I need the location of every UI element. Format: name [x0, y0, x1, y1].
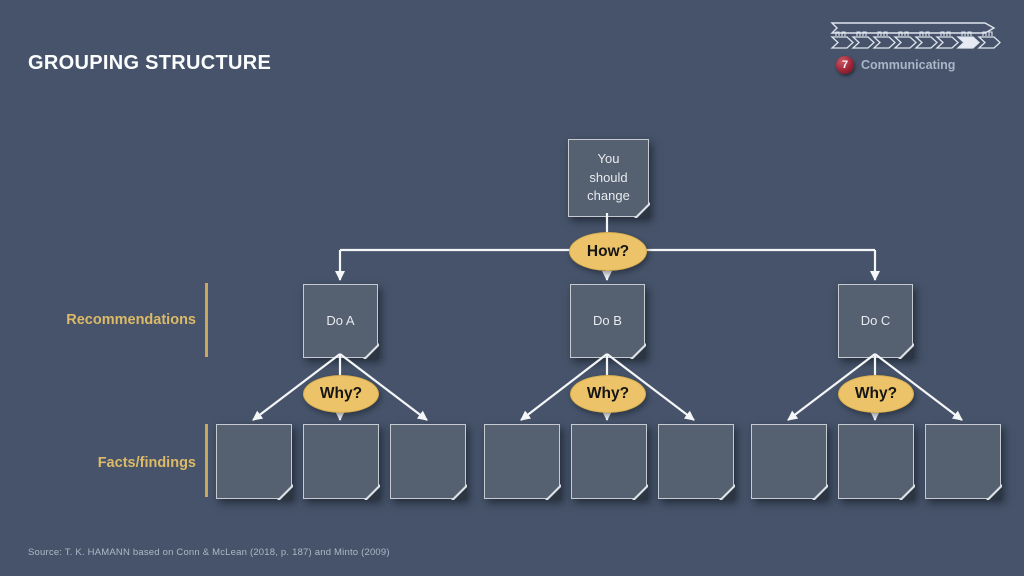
fact-box — [751, 424, 828, 500]
recommendation-label: Do A — [326, 312, 355, 328]
recommendation-label: Do B — [593, 312, 622, 328]
fact-box — [571, 424, 648, 500]
recommendation-label: Do C — [860, 312, 891, 328]
root-message-text: You should change — [587, 150, 630, 204]
slide-title: GROUPING STRUCTURE — [28, 52, 272, 74]
recommendation-box-a: Do A — [303, 284, 379, 359]
fact-box — [390, 424, 467, 500]
row-label-facts: Facts/findings — [97, 455, 196, 471]
process-progress-icon — [830, 22, 1001, 49]
step-number-badge: 7 — [836, 56, 854, 74]
fact-box — [658, 424, 735, 500]
source-note: Source: T. K. HAMANN based on Conn & McL… — [28, 547, 390, 558]
why-bubble: Why? — [838, 375, 914, 413]
row-label-recommendations: Recommendations — [66, 312, 196, 328]
why-bubble: Why? — [570, 375, 646, 413]
why-bubble: Why? — [303, 375, 379, 413]
step-name-label: Communicating — [861, 58, 956, 72]
how-bubble: How? — [569, 232, 647, 271]
fact-box — [838, 424, 915, 500]
fact-box — [484, 424, 561, 500]
recommendation-box-c: Do C — [838, 284, 914, 359]
fact-box — [303, 424, 380, 500]
row-rule-facts — [205, 424, 208, 497]
recommendation-box-b: Do B — [570, 284, 646, 359]
fact-box — [925, 424, 1002, 500]
fact-box — [216, 424, 293, 500]
root-message-box: You should change — [568, 139, 650, 218]
row-rule-recommendations — [205, 283, 208, 357]
